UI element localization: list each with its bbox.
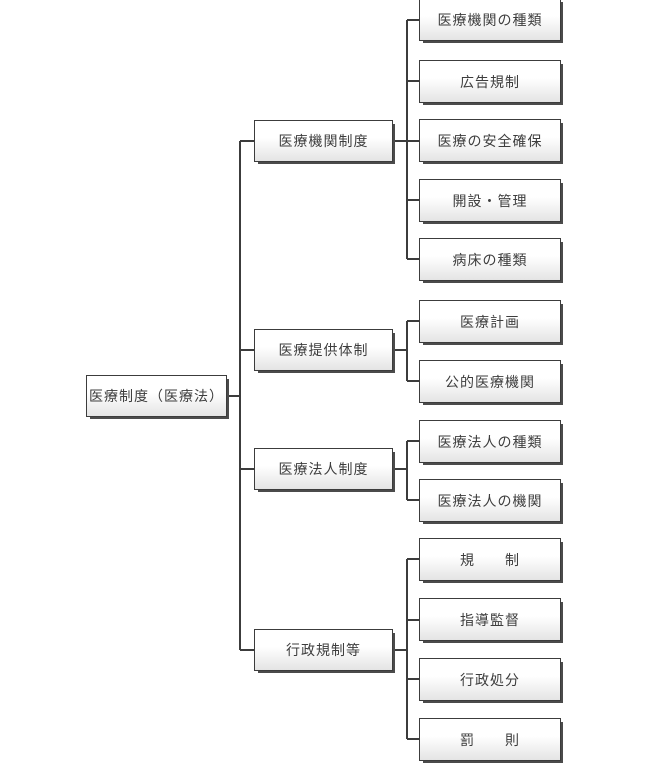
node-branch-medical-institution-system: 医療機関制度: [254, 120, 393, 162]
node-leaf-medical-plan: 医療計画: [419, 300, 561, 343]
node-leaf-medical-safety: 医療の安全確保: [419, 119, 561, 162]
node-leaf-public-medical-institutions: 公的医療機関: [419, 360, 561, 403]
node-leaf-regulation: 規 制: [419, 538, 561, 581]
node-leaf-administrative-disposition: 行政処分: [419, 658, 561, 701]
node-leaf-corporation-types: 医療法人の種類: [419, 420, 561, 463]
node-branch-administrative-regulation: 行政規制等: [254, 629, 393, 671]
node-branch-medical-corporation-system: 医療法人制度: [254, 448, 393, 490]
node-leaf-establishment-management: 開設・管理: [419, 179, 561, 222]
node-leaf-penalties: 罰 則: [419, 718, 561, 761]
node-leaf-institution-types: 医療機関の種類: [419, 0, 561, 41]
node-leaf-advertising-regulation: 広告規制: [419, 60, 561, 103]
node-leaf-guidance-supervision: 指導監督: [419, 598, 561, 641]
node-root-medical-system: 医療制度（医療法）: [86, 375, 227, 417]
node-leaf-bed-types: 病床の種類: [419, 238, 561, 281]
node-branch-medical-provision-structure: 医療提供体制: [254, 329, 393, 371]
node-leaf-corporation-organs: 医療法人の機関: [419, 479, 561, 522]
